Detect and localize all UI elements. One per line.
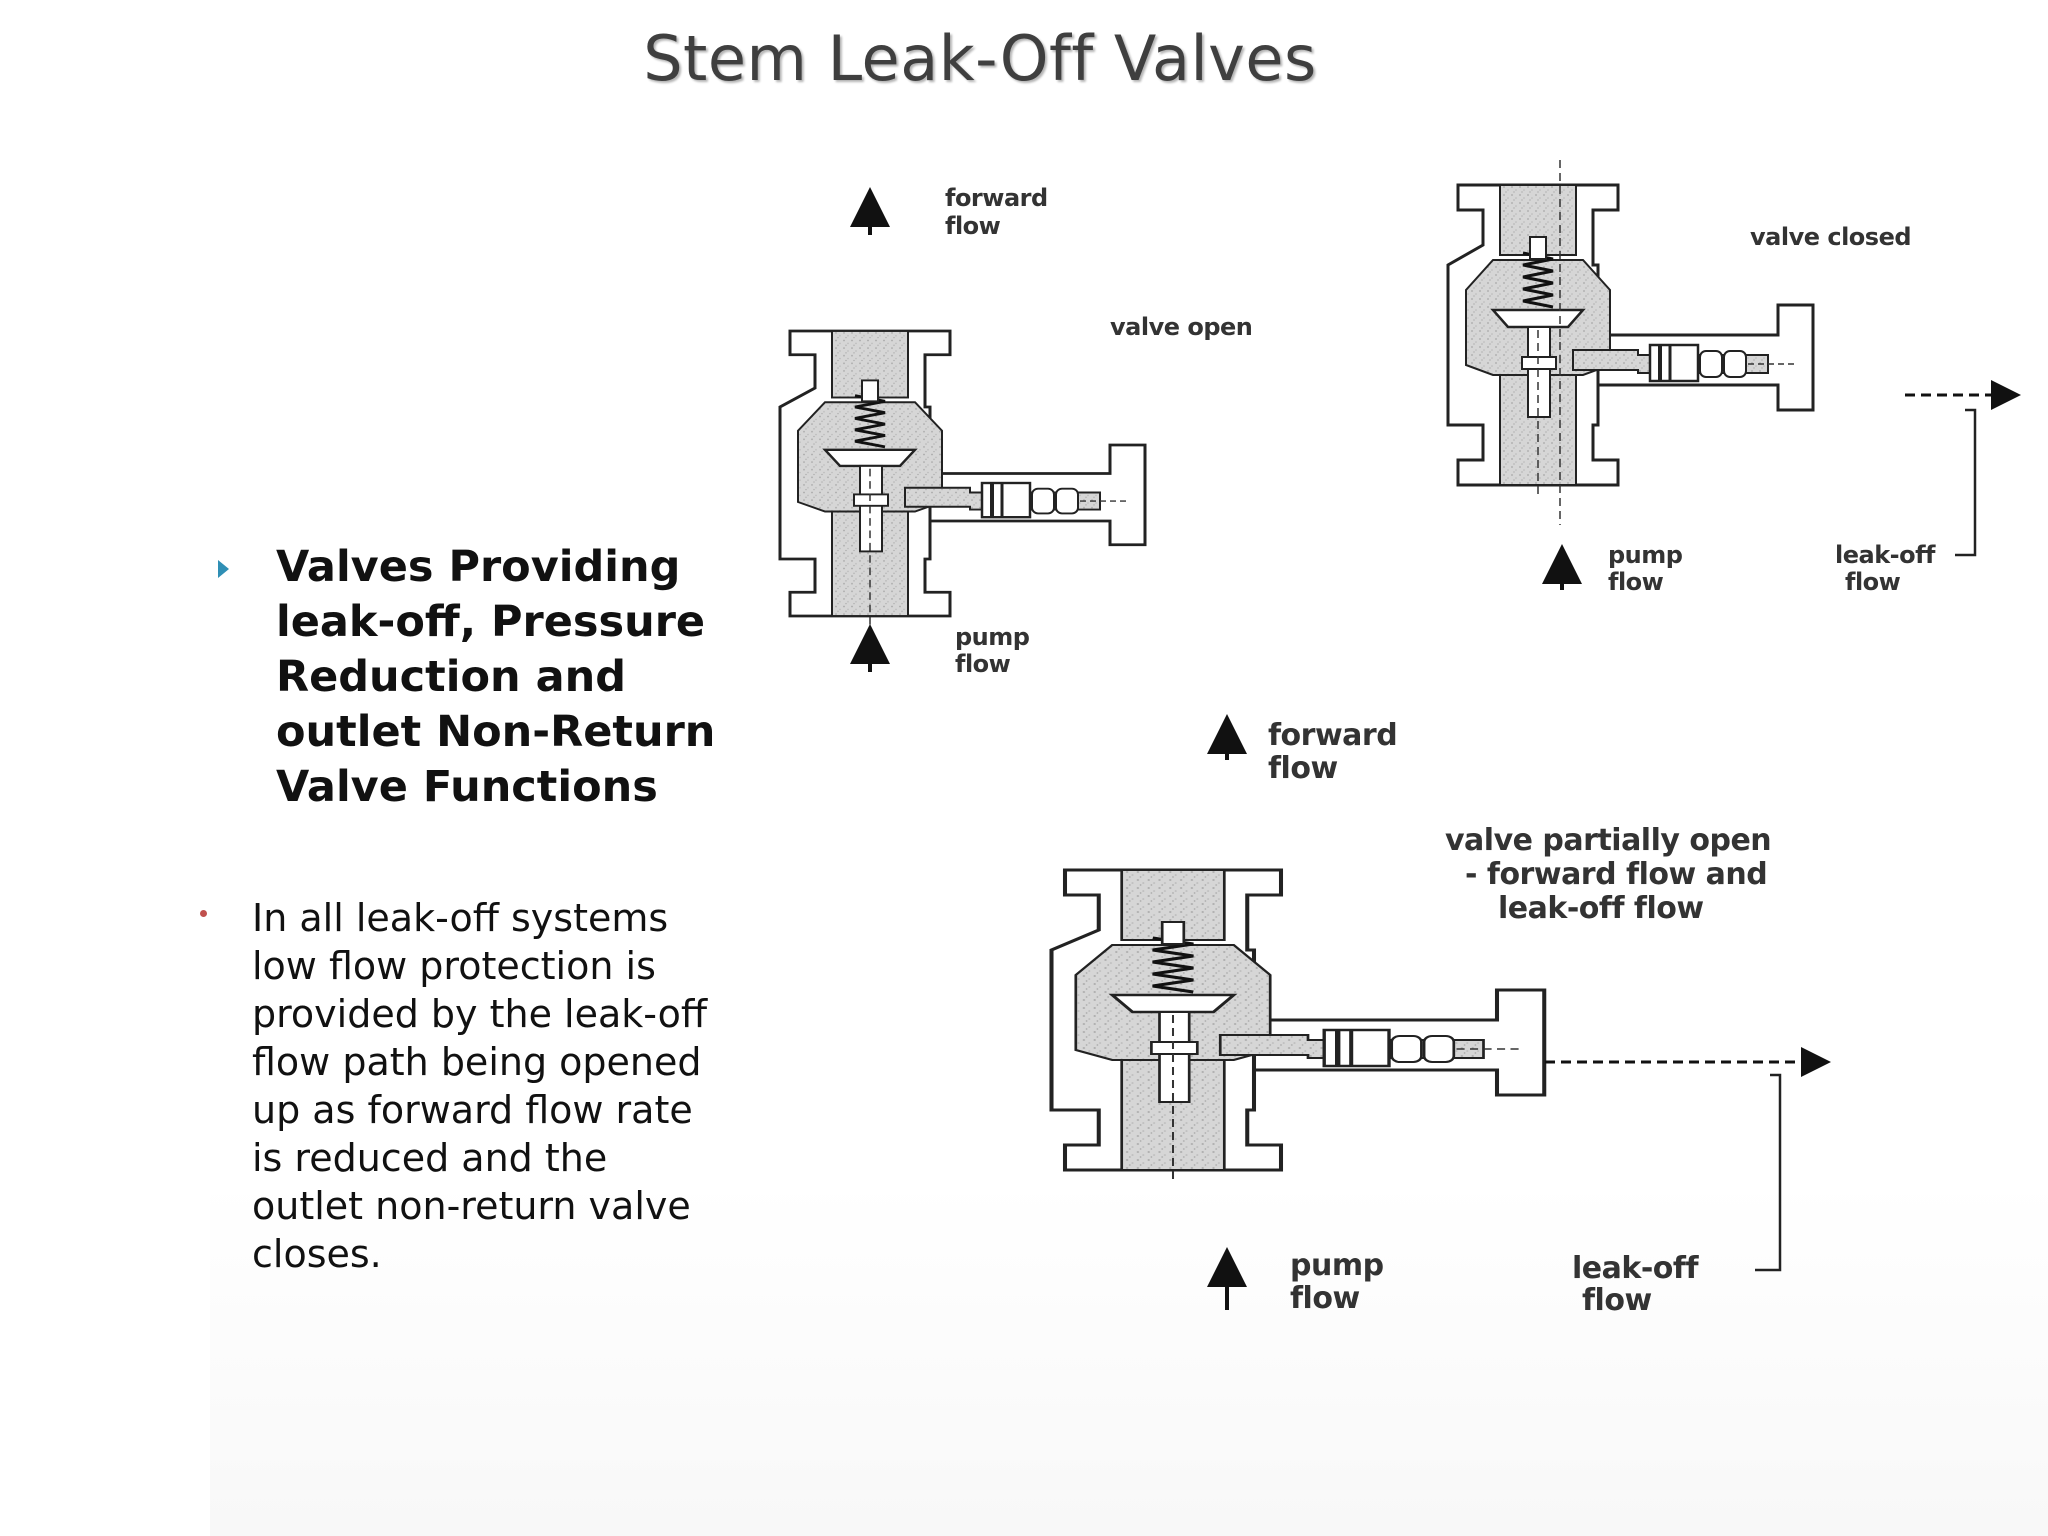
- label-leakoff-flow-2b: flow: [1845, 568, 1901, 596]
- label-leakoff-flow-3a: leak-off: [1572, 1251, 1699, 1286]
- label-pump-flow-3a: pump: [1290, 1248, 1384, 1283]
- label-pump-flow-2a: pump: [1608, 541, 1683, 569]
- label-forward-flow-1b: flow: [945, 212, 1001, 240]
- label-valve-closed: valve closed: [1750, 223, 1911, 251]
- label-pump-flow-3b: flow: [1290, 1281, 1360, 1316]
- label-partial-line1: valve partially open: [1445, 823, 1771, 858]
- label-partial-line2: - forward flow and: [1465, 857, 1767, 892]
- label-leakoff-flow-3b: flow: [1582, 1283, 1652, 1318]
- label-leakoff-flow-2a: leak-off: [1835, 541, 1936, 569]
- label-pump-flow-1b: flow: [955, 650, 1011, 678]
- label-pump-flow-2b: flow: [1608, 568, 1664, 596]
- arrow-bullet-icon: [218, 560, 229, 578]
- slide-background: [210, 1180, 2048, 1536]
- label-forward-flow-3a: forward: [1268, 718, 1397, 753]
- label-partial-line3: leak-off flow: [1498, 891, 1704, 926]
- label-forward-flow-1a: forward: [945, 184, 1048, 212]
- slide-title: Stem Leak-Off Valves: [643, 22, 1317, 95]
- dot-bullet-icon: [200, 910, 207, 917]
- diagram-valve-open: valve open forward flow pump flow: [778, 184, 1253, 678]
- label-forward-flow-3b: flow: [1268, 751, 1338, 786]
- label-pump-flow-1a: pump: [955, 623, 1030, 651]
- diagram-valve-partial: forward flow valve partially open - forw…: [1052, 714, 1831, 1318]
- sub-bullet-text: In all leak-off systems low flow protect…: [252, 896, 708, 1276]
- diagram-valve-closed: valve closed pump flow leak-off flow: [1446, 160, 2021, 596]
- label-valve-open: valve open: [1110, 313, 1252, 341]
- main-bullet-text: Valves Providing leak-off, Pressure Redu…: [276, 542, 716, 812]
